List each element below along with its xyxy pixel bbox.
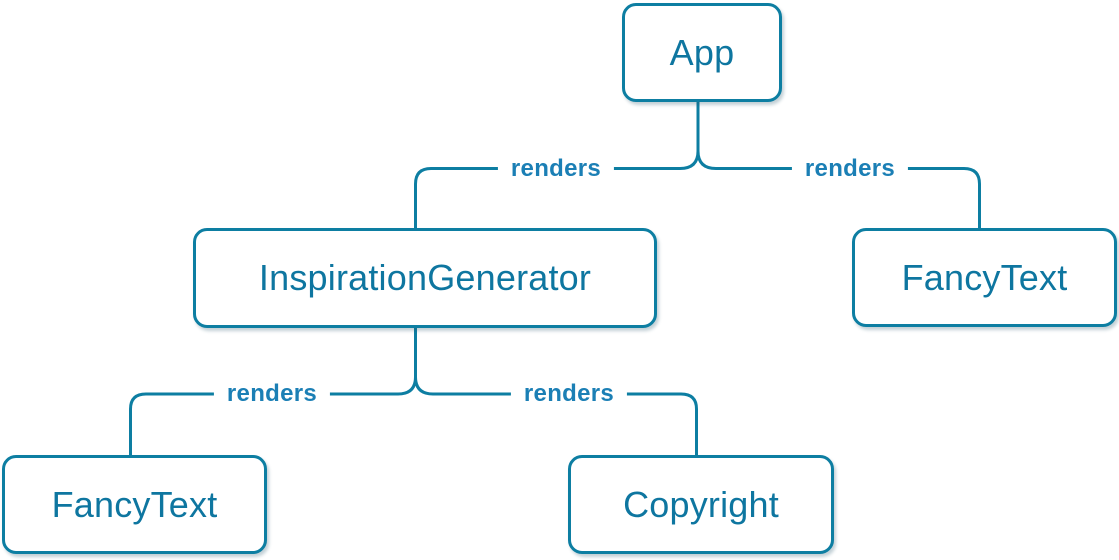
edge-line-inspirationgenerator-copyright [414, 375, 698, 458]
node-app: App [622, 3, 782, 102]
node-inspiration-generator: InspirationGenerator [193, 228, 657, 328]
edge-label-renders-inspirationgenerator-copyright: renders [510, 379, 628, 409]
node-fancy-text-bottom: FancyText [2, 455, 267, 554]
edge-label-renders-app-fancytext: renders [791, 154, 909, 184]
node-inspiration-generator-label: InspirationGenerator [258, 257, 592, 298]
edge-label-renders-inspirationgenerator-fancytext: renders [213, 379, 331, 409]
node-fancy-text-top-label: FancyText [901, 256, 1068, 298]
edge-line-app-fancytext [696, 149, 981, 231]
edge-label-renders-app-inspirationgenerator: renders [497, 154, 615, 184]
node-copyright: Copyright [568, 455, 834, 554]
node-fancy-text-top: FancyText [852, 228, 1117, 327]
node-app-label: App [669, 31, 735, 73]
node-copyright-label: Copyright [623, 483, 779, 525]
node-fancy-text-bottom-label: FancyText [51, 483, 218, 525]
